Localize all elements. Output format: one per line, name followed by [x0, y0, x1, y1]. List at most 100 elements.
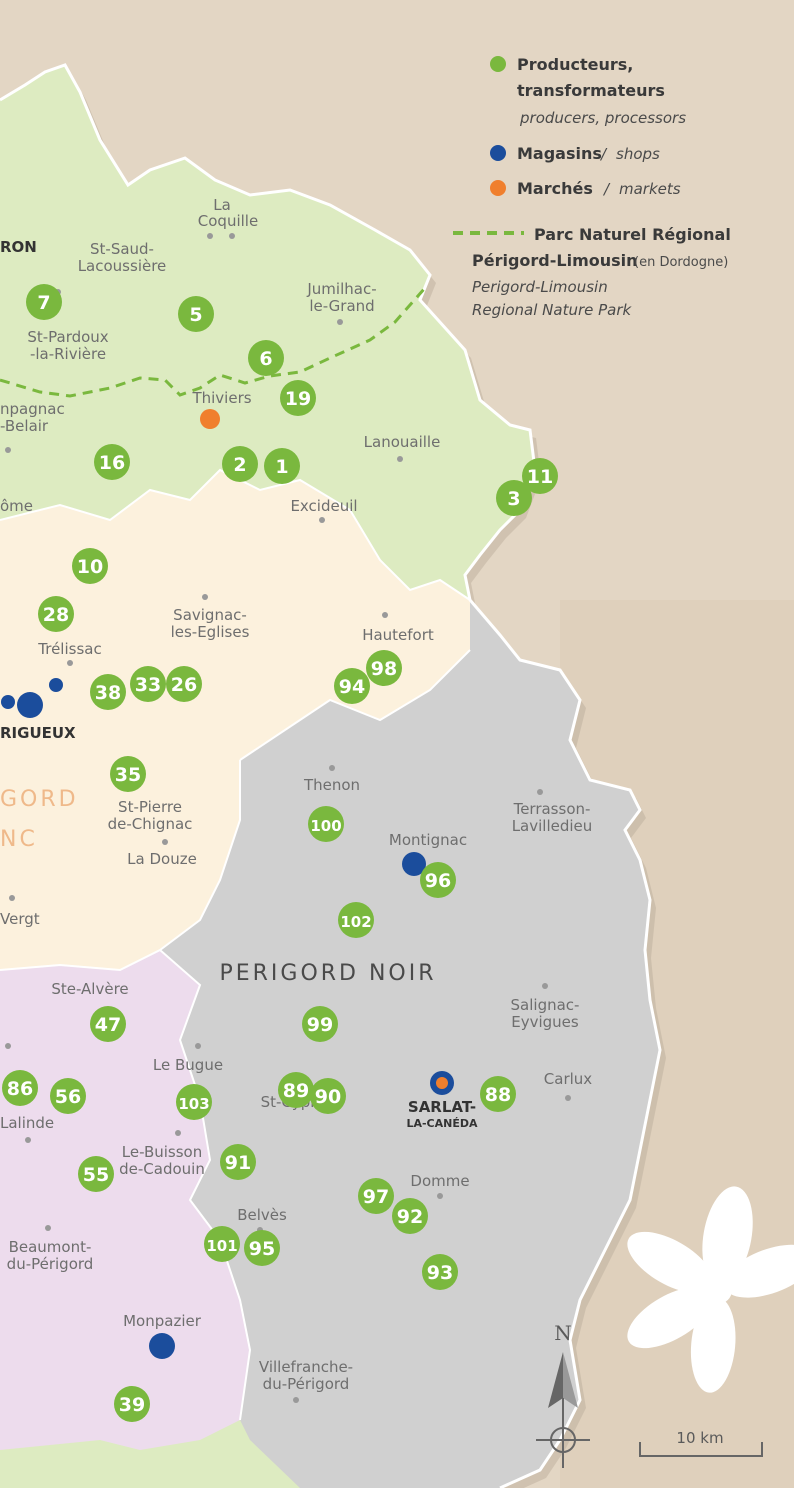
producer-marker-label: 10: [77, 556, 103, 578]
legend-shop-dot: [490, 145, 506, 161]
label-thenon: Thenon: [303, 776, 360, 794]
department-outline: [0, 63, 662, 1488]
town-dot: [9, 895, 15, 901]
producer-marker-label: 56: [55, 1086, 81, 1108]
town-dot: [319, 517, 325, 523]
scale-label: 10 km: [676, 1429, 723, 1447]
producer-marker-label: 90: [315, 1086, 341, 1108]
producer-marker-label: 100: [310, 817, 341, 835]
compass-ring: [550, 1427, 576, 1453]
legend-producers-en: producers, processors: [519, 109, 686, 127]
producer-marker: [38, 596, 74, 632]
legend-separator: /: [599, 145, 608, 163]
producer-marker: [264, 448, 300, 484]
label-salignac: Eyvigues: [511, 1013, 579, 1031]
producer-marker: [222, 446, 258, 482]
town-dot: [5, 1043, 11, 1049]
label-vergt: Vergt: [0, 910, 40, 928]
label-jumilhac: le-Grand: [309, 297, 374, 315]
compass-arrow-icon: [548, 1352, 563, 1408]
legend-markets-label: Marchés: [517, 179, 593, 198]
producer-marker: [204, 1226, 240, 1262]
town-dot: [175, 1130, 181, 1136]
label-villefranche: Villefranche-: [259, 1358, 353, 1376]
label-st-saud: Lacoussière: [78, 257, 167, 275]
producer-marker: [310, 1078, 346, 1114]
producer-marker: [176, 1084, 212, 1120]
producer-marker: [392, 1198, 428, 1234]
producer-marker-label: 98: [371, 658, 397, 680]
label-thiviers: Thiviers: [191, 389, 251, 407]
shop-marker: [49, 678, 63, 692]
legend-park-note: (en Dordogne): [634, 255, 728, 270]
producer-marker-label: 5: [189, 304, 202, 326]
label-hautefort: Hautefort: [362, 626, 434, 644]
label-la-douze: La Douze: [127, 850, 197, 868]
town-dot: [207, 233, 213, 239]
producer-marker: [248, 340, 284, 376]
producer-marker-label: 28: [43, 604, 69, 626]
region-label-blanc: GORD: [0, 787, 79, 812]
producer-marker: [366, 650, 402, 686]
label-terrasson: Terrasson-: [513, 800, 591, 818]
label-champagnac: -Belair: [0, 417, 49, 435]
label-monpazier: Monpazier: [123, 1312, 202, 1330]
town-dot: [537, 789, 543, 795]
shop-marker: [402, 852, 426, 876]
producer-marker-label: 2: [233, 454, 246, 476]
label-salignac: Salignac-: [511, 996, 580, 1014]
label-le-buisson: de-Cadouin: [119, 1160, 205, 1178]
label-belves: Belvès: [237, 1206, 287, 1224]
legend-park-en: Regional Nature Park: [472, 301, 633, 319]
producer-marker-label: 16: [99, 452, 125, 474]
producer-marker: [522, 458, 558, 494]
label-savignac: les-Eglises: [171, 623, 250, 641]
producer-marker: [338, 902, 374, 938]
producer-marker-label: 99: [307, 1014, 333, 1036]
producer-marker-label: 86: [7, 1078, 33, 1100]
town-dot: [329, 765, 335, 771]
label-champagnac: npagnac: [0, 400, 65, 418]
town-dot: [162, 839, 168, 845]
label-lanouaille: Lanouaille: [364, 433, 441, 451]
label-le-bugue: Le Bugue: [153, 1056, 223, 1074]
producer-marker-label: 6: [259, 348, 272, 370]
town-dot: [437, 1193, 443, 1199]
producer-marker-label: 39: [119, 1394, 145, 1416]
producer-marker: [166, 666, 202, 702]
producer-marker: [94, 444, 130, 480]
producer-marker-label: 38: [95, 682, 121, 704]
producer-marker-label: 26: [171, 674, 197, 696]
producer-marker-label: 93: [427, 1262, 453, 1284]
label-villefranche: du-Périgord: [263, 1375, 350, 1393]
legend: Producteurs, transformateurs producers, …: [453, 55, 731, 319]
producer-marker-label: 91: [225, 1152, 251, 1174]
legend-market-dot: [490, 180, 506, 196]
scale-line: [639, 1442, 763, 1457]
flower-decoration: [627, 1186, 794, 1393]
producer-marker: [90, 1006, 126, 1042]
producer-marker-label: 102: [340, 913, 371, 931]
shop-marker: [1, 695, 15, 709]
producer-marker: [178, 296, 214, 332]
legend-markets-en: markets: [619, 180, 681, 198]
place-labels: RON La Coquille St-Saud- Lacoussière Jum…: [0, 196, 592, 1393]
region-borders: [0, 468, 471, 1421]
town-dot: [45, 1225, 51, 1231]
producer-marker-label: 35: [115, 764, 141, 786]
producer-marker: [302, 1006, 338, 1042]
producer-marker-label: 96: [425, 870, 451, 892]
label-perigueux: RIGUEUX: [0, 724, 76, 742]
label-trelissac: Trélissac: [37, 640, 101, 658]
legend-shops-label: Magasins: [517, 144, 602, 163]
label-st-pardoux: -la-Rivière: [30, 345, 106, 363]
compass-north-label: N: [554, 1321, 572, 1345]
label-beaumont: Beaumont-: [9, 1238, 92, 1256]
label-terrasson: Lavilledieu: [512, 817, 593, 835]
label-lalinde: Lalinde: [0, 1114, 54, 1132]
producer-marker: [280, 380, 316, 416]
legend-producers-label: transformateurs: [517, 81, 665, 100]
producer-marker: [420, 862, 456, 898]
town-dot: [229, 233, 235, 239]
